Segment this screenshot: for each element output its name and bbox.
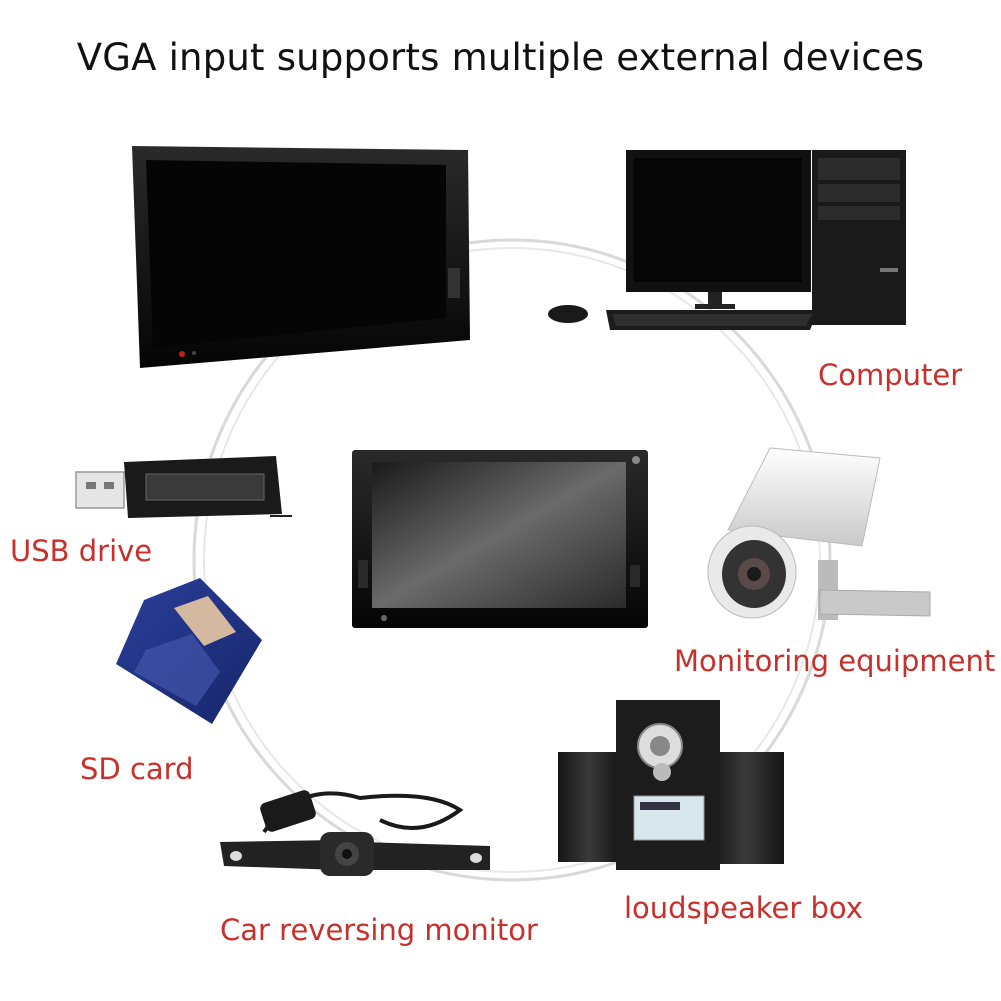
center-tv-device	[352, 450, 648, 628]
security-camera-device	[707, 447, 931, 620]
computer-device	[548, 150, 906, 330]
speaker-device	[558, 700, 784, 870]
label-sd-card: SD card	[80, 752, 194, 786]
label-usb-drive: USB drive	[10, 534, 153, 568]
sd-card-device	[116, 578, 262, 724]
label-car-reversing-monitor: Car reversing monitor	[220, 913, 538, 947]
label-monitoring-equipment: Monitoring equipment	[674, 644, 996, 678]
usb-drive-device	[75, 456, 292, 518]
label-loudspeaker-box: loudspeaker box	[624, 891, 863, 925]
car-camera-device	[220, 790, 490, 876]
page-title: VGA input supports multiple external dev…	[76, 36, 925, 79]
label-computer: Computer	[818, 358, 963, 392]
portable-tv-device	[132, 146, 470, 368]
